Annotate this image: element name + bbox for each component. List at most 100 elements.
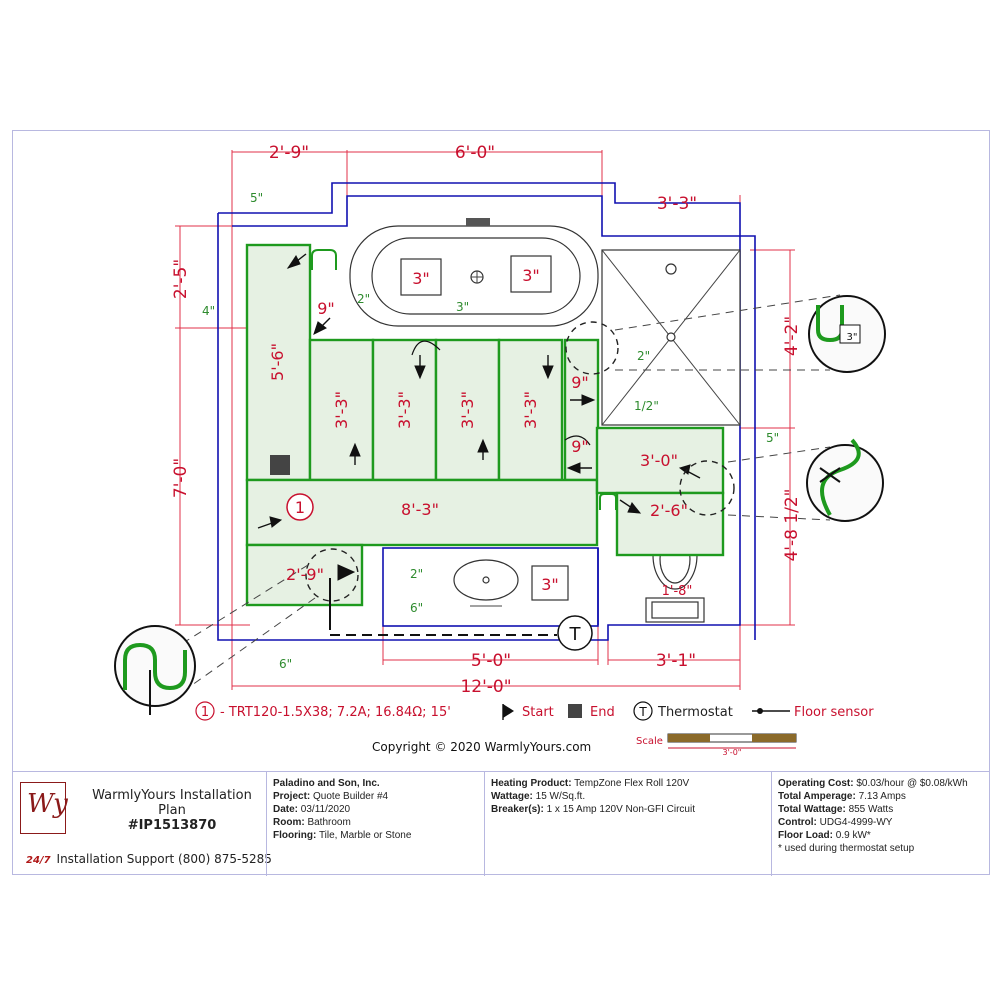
total-wattage-key: Total Wattage: (778, 804, 846, 815)
breaker-key: Breaker(s): (491, 804, 544, 815)
control-value: UDG4-4999-WY (819, 817, 893, 828)
support-line: 24/7 Installation Support (800) 875-5285 (26, 852, 272, 866)
logo-text: Wy (27, 789, 68, 819)
project-key: Project: (273, 791, 311, 802)
bathtub (349, 218, 599, 327)
dim-left-lower: 7'-0" (171, 458, 191, 498)
thermostat-icon (633, 701, 653, 721)
heating-info: Heating Product: TempZone Flex Roll 120V… (484, 772, 771, 876)
gap-label: 3" (456, 300, 469, 314)
scale-bar: Scale 3'-0" (636, 733, 797, 757)
opcost-key: Operating Cost: (778, 778, 854, 789)
flooring-key: Flooring: (273, 830, 317, 841)
gap-label: 1/2" (634, 399, 659, 413)
wattage-key: Wattage: (491, 791, 533, 802)
shower-detail-label: 3" (847, 332, 858, 343)
vanity-sink (453, 559, 569, 607)
mat-label-small-c: 9" (571, 437, 589, 456)
scale-label: Scale (636, 736, 663, 747)
plan-heading: WarmlyYours Installation Plan #IP1513870 (82, 788, 262, 833)
copyright: Copyright © 2020 WarmlyYours.com (372, 740, 592, 754)
gap-label: 2" (637, 349, 650, 363)
tub-offset-right: 3" (522, 266, 540, 285)
cable-arrows (257, 253, 701, 581)
support-247-badge: 24/7 (26, 855, 51, 866)
footnote: * used during thermostat setup (778, 843, 915, 854)
title-block: Wy WarmlyYours Installation Plan #IP1513… (12, 771, 990, 876)
date-value: 03/11/2020 (300, 804, 351, 815)
control-key: Control: (778, 817, 817, 828)
mat-label-col2: 3'-3" (395, 391, 414, 429)
legend-thermostat-marker: T (638, 705, 647, 719)
project-info: Paladino and Son, Inc. Project: Quote Bu… (266, 772, 484, 876)
heating-key: Heating Product: (491, 778, 572, 789)
room-value: Bathroom (307, 817, 351, 828)
dim-left-upper: 2'-5" (171, 259, 191, 299)
wattage-value: 15 W/Sq.ft. (535, 791, 586, 802)
detail-callouts (114, 294, 886, 715)
gap-label: 6" (279, 657, 292, 671)
floor-plan-drawing: T 1 2'-9" 6'-0" 3'-3" 5'-0" 3'-1" 12'-0"… (114, 143, 886, 757)
dim-top-left: 2'-9" (269, 143, 309, 163)
gap-label: 5" (250, 191, 263, 205)
legend-end: End (590, 705, 615, 720)
mat-label-col4: 3'-3" (521, 391, 540, 429)
legend: 1 - TRT120-1.5X38; 7.2A; 16.84Ω; 15' Sta… (195, 701, 874, 721)
dim-top-right: 3'-3" (657, 194, 697, 214)
floorload-value: 0.9 kW* (835, 830, 871, 841)
project-value: Quote Builder #4 (313, 791, 389, 802)
mat-label-right-lower: 2'-6" (650, 501, 688, 520)
dim-top-mid: 6'-0" (455, 143, 495, 163)
gap-label: 6" (410, 601, 423, 615)
dim-bottom-left: 5'-0" (471, 651, 511, 671)
dim-right-lower: 4'-8 1/2" (782, 488, 802, 561)
legend-cable-spec: - TRT120-1.5X38; 7.2A; 16.84Ω; 15' (220, 705, 451, 720)
mat-label-lower-left: 2'-9" (286, 565, 324, 584)
room-key: Room: (273, 817, 305, 828)
total-wattage-value: 855 Watts (848, 804, 894, 815)
tub-offset-left: 3" (412, 269, 430, 288)
start-icon (503, 704, 514, 718)
end-icon (568, 704, 582, 718)
mat-label-left-strip: 5'-6" (268, 343, 287, 381)
plan-id: #IP1513870 (127, 818, 217, 833)
mat-label-main-run: 8'-3" (401, 500, 439, 519)
flooring-value: Tile, Marble or Stone (318, 830, 412, 841)
amperage-key: Total Amperage: (778, 791, 856, 802)
gap-label: 4" (202, 304, 215, 318)
vanity-offset: 3" (541, 575, 559, 594)
opcost-value: $0.03/hour @ $0.08/kWh (856, 778, 968, 789)
gap-label: 2" (410, 567, 423, 581)
legend-circuit-marker: 1 (201, 705, 209, 720)
plan-sheet (12, 130, 990, 875)
dimension-lines (175, 150, 795, 690)
gap-label: 2" (357, 292, 370, 306)
legend-floor-sensor: Floor sensor (794, 705, 874, 720)
floorload-key: Floor Load: (778, 830, 833, 841)
electrical-info: Operating Cost: $0.03/hour @ $0.08/kWh T… (771, 772, 990, 876)
amperage-value: 7.13 Amps (858, 791, 906, 802)
thermostat-symbol: T (330, 615, 593, 651)
client-name: Paladino and Son, Inc. (273, 778, 380, 789)
date-key: Date: (273, 804, 299, 815)
shower (601, 249, 741, 426)
breaker-value: 1 x 15 Amp 120V Non-GFI Circuit (546, 804, 695, 815)
circuit-marker (286, 493, 314, 521)
mat-label-small-a: 9" (317, 299, 335, 318)
brand-logo: Wy (20, 782, 68, 834)
legend-start: Start (522, 705, 554, 720)
circuit-number: 1 (295, 498, 305, 517)
toilet-width-label: 1'-8" (662, 584, 693, 599)
dim-bottom-total: 12'-0" (460, 677, 511, 697)
thermostat-letter: T (569, 624, 582, 645)
dim-right-upper: 4'-2" (782, 316, 802, 356)
support-phone: Installation Support (800) 875-5285 (56, 852, 272, 866)
legend-thermostat: Thermostat (657, 705, 733, 720)
dim-bottom-right: 3'-1" (656, 651, 696, 671)
gap-label: 5" (766, 431, 779, 445)
mat-label-small-b: 9" (571, 373, 589, 392)
company-title: WarmlyYours Installation Plan (92, 788, 252, 818)
room-walls (217, 182, 756, 641)
mat-label-col3: 3'-3" (458, 391, 477, 429)
mat-label-col1: 3'-3" (332, 391, 351, 429)
